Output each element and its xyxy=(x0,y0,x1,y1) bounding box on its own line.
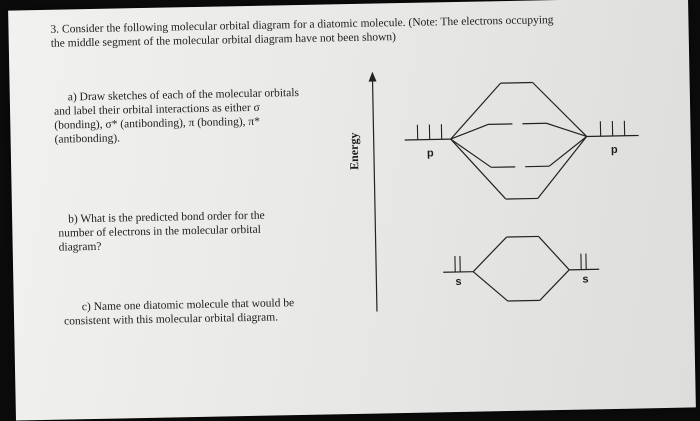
p-left-label: p xyxy=(427,147,434,159)
corr-line xyxy=(533,81,587,137)
s-left-level xyxy=(443,272,473,273)
mo-diagram xyxy=(8,0,696,420)
corr-line xyxy=(539,236,570,271)
corr-line xyxy=(539,270,570,301)
p-left-level xyxy=(405,139,451,140)
corr-line xyxy=(450,124,488,139)
s-right-level xyxy=(569,269,599,270)
corr-line xyxy=(549,136,588,166)
corr-line xyxy=(451,138,492,168)
s-right-label: s xyxy=(582,273,588,285)
p-right-label: p xyxy=(611,144,618,156)
corr-line xyxy=(473,271,508,302)
energy-axis xyxy=(373,80,377,312)
energy-axis-arrowhead xyxy=(368,72,376,82)
sigma-star-2s-level xyxy=(507,236,539,237)
sigma-2p-level xyxy=(506,198,538,199)
sigma-2s-level xyxy=(508,300,540,301)
energy-axis-label: Energy xyxy=(347,132,363,170)
sigma-star-2p-level xyxy=(501,83,533,84)
corr-line xyxy=(451,138,506,200)
corr-line xyxy=(450,83,502,139)
s-left-label: s xyxy=(455,276,461,288)
corr-line xyxy=(473,237,508,272)
worksheet-page: 3. Consider the following molecular orbi… xyxy=(8,0,696,420)
corr-line xyxy=(537,136,588,198)
